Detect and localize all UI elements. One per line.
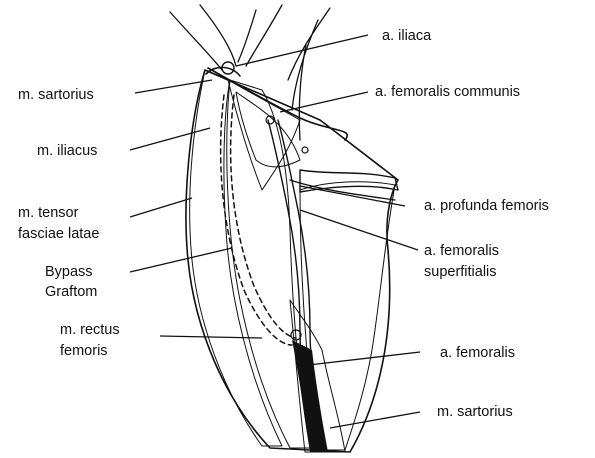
label-m-sartorius-top: m. sartorius [18, 87, 94, 103]
label-m-tensor-line1: m. tensor [18, 205, 79, 221]
tensor-fasciae-latae-muscle [190, 70, 282, 446]
label-m-sartorius-bottom: m. sartorius [437, 404, 513, 420]
labels: a. iliaca m. sartorius a. femoralis comm… [18, 28, 549, 420]
label-m-iliacus: m. iliacus [37, 143, 97, 159]
leader-m-iliacus [130, 128, 210, 150]
leader-m-tensor [130, 198, 192, 217]
leader-m-rectus [160, 336, 262, 338]
thigh-outline [186, 70, 398, 452]
rectus-femoris-muscle [227, 80, 310, 448]
label-a-iliaca: a. iliaca [382, 28, 432, 44]
label-bypass-line1: Bypass [45, 264, 93, 280]
thigh-illustration [170, 5, 398, 452]
lower-dark-shade [292, 340, 328, 452]
leader-a-femoralis [300, 352, 420, 366]
label-m-rectus-line1: m. rectus [60, 322, 120, 338]
vessel-strand-2 [200, 5, 236, 66]
vessel-strand-5 [292, 20, 318, 110]
label-a-fem-superf-line2: superfitialis [424, 264, 497, 280]
label-a-femoralis-communis: a. femoralis communis [375, 84, 520, 100]
node-circle [302, 147, 308, 153]
leader-m-sartorius-bottom [330, 412, 420, 428]
leader-bypass [130, 248, 232, 272]
leader-a-femoralis-superf [300, 210, 418, 250]
label-a-profunda-femoris: a. profunda femoris [424, 198, 549, 214]
label-m-tensor-line2: fasciae latae [18, 226, 99, 242]
label-m-rectus-line2: femoris [60, 343, 108, 359]
label-a-femoralis: a. femoralis [440, 345, 515, 361]
vessel-strand-1 [170, 12, 222, 70]
label-bypass-line2: Graftom [45, 284, 97, 300]
inguinal-shadow [236, 92, 300, 167]
label-a-fem-superf-line1: a. femoralis [424, 243, 499, 259]
